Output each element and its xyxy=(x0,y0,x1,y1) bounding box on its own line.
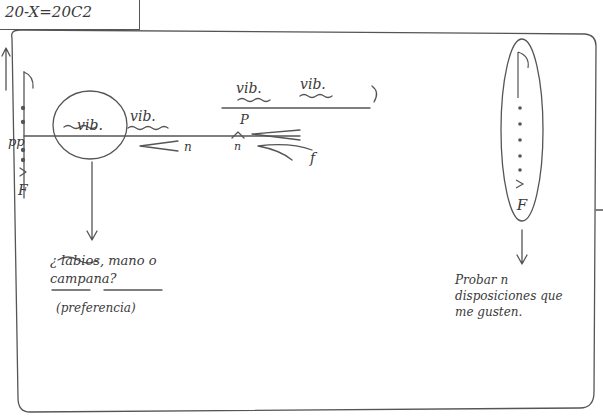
handwritten-note: vib. xyxy=(130,108,156,124)
handwritten-note: n xyxy=(184,140,192,154)
handwritten-note: vib. xyxy=(300,76,326,92)
handwritten-note: P xyxy=(240,112,249,127)
handwritten-note: F xyxy=(18,182,28,198)
handwritten-note: Probar n disposiciones que me gusten. xyxy=(455,272,575,321)
handwritten-note: ¿ labios, mano o campana? xyxy=(50,252,200,287)
outline xyxy=(500,38,544,222)
handwritten-note: pp xyxy=(8,134,25,149)
handwritten-note: n xyxy=(234,140,241,153)
node-text: 20-X=20C2 xyxy=(5,3,133,21)
handwritten-note: vib. xyxy=(236,80,262,96)
handwritten-note: f xyxy=(310,150,315,166)
handwritten-note: (preferencia) xyxy=(56,300,176,316)
ellipse-node: vib. xyxy=(52,90,128,160)
node-text: vib. xyxy=(62,117,118,133)
formula-box: 20-X=20C2 xyxy=(0,0,140,30)
node-text: F xyxy=(508,196,536,214)
ellipse-node: F xyxy=(500,38,544,222)
